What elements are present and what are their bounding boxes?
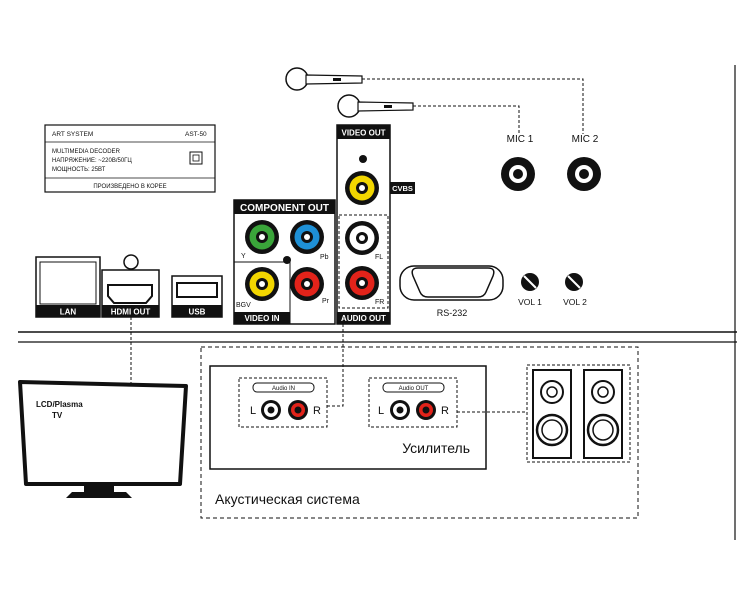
mic1-jack: [501, 157, 535, 191]
lan-label: LAN: [60, 308, 77, 317]
hdmi-out-port: HDMI OUT: [101, 254, 160, 318]
speakers-group: [526, 364, 631, 463]
vol1-label: VOL 1: [518, 297, 542, 307]
pb-label: Pb: [320, 254, 329, 261]
left-speaker-icon: [532, 369, 572, 459]
amplifier-box: [209, 365, 487, 470]
pr-jack: [290, 267, 324, 301]
amp-out-r-label: R: [441, 405, 449, 417]
pr-label: Pr: [322, 298, 330, 305]
tv-label-line1: LCD/Plasma: [36, 400, 83, 409]
bgv-label: BGV: [236, 302, 251, 309]
nameplate: ART SYSTEM AST-50 MULTIMEDIA DECODER НАП…: [44, 124, 216, 193]
amp-in-l-label: L: [250, 405, 256, 417]
component-indicator-dot: [283, 256, 291, 264]
usb-port: USB: [171, 275, 223, 318]
nameplate-made-in: ПРОИЗВЕДЕНО В КОРЕЕ: [93, 184, 166, 190]
lan-port: LAN: [35, 256, 101, 318]
vol1-knob: [521, 273, 539, 291]
fr-label: FR: [375, 299, 384, 306]
bgv-jack: [245, 267, 279, 301]
microphone-icon: [285, 67, 363, 91]
y-label: Y: [241, 253, 246, 260]
hdmi-out-label: HDMI OUT: [111, 308, 151, 317]
nameplate-brand: ART SYSTEM: [52, 131, 93, 138]
audio-out-label: AUDIO OUT: [341, 314, 386, 323]
amp-in-r-jack: [288, 400, 308, 420]
fl-label: FL: [375, 254, 383, 261]
amp-out-l-label: L: [378, 405, 384, 417]
video-in-label: VIDEO IN: [244, 314, 279, 323]
component-out-label: COMPONENT OUT: [240, 203, 329, 214]
acoustic-system-box: [200, 346, 639, 519]
amp-out-r-jack: [416, 400, 436, 420]
amp-audio-out-group: Audio OUT L R: [368, 377, 458, 428]
amp-audio-in-group: Audio IN L R: [238, 377, 328, 428]
nameplate-line1: MULTIMEDIA DECODER: [52, 149, 121, 155]
tv-label-line2: TV: [52, 411, 63, 420]
usb-label: USB: [189, 308, 206, 317]
mic1-cable: [413, 105, 520, 134]
nameplate-line2: НАПРЯЖЕНИЕ: ~220В/50ГЦ: [52, 158, 132, 164]
mic2-cable: [362, 78, 584, 134]
cvbs-jack: [345, 171, 379, 205]
amplifier-title: Усилитель: [402, 440, 470, 456]
cvbs-label: CVBS: [392, 184, 413, 193]
mic2-label: MIC 2: [572, 134, 599, 145]
rs232-outline: [399, 265, 504, 301]
cvbs-tag: [390, 182, 415, 194]
acoustic-system-label: Акустическая система: [215, 491, 360, 507]
audio-cable: [327, 324, 344, 407]
vol2-knob: [565, 273, 583, 291]
amp-out-l-jack: [390, 400, 410, 420]
mic2-jack: [567, 157, 601, 191]
vol2-label: VOL 2: [563, 297, 587, 307]
pb-jack: [290, 220, 324, 254]
microphone-icon: [337, 94, 414, 118]
amp-audio-out-label: Audio OUT: [399, 386, 429, 392]
nameplate-line3: МОЩНОСТЬ: 25ВТ: [52, 167, 106, 173]
rs232-label: RS-232: [437, 308, 468, 318]
y-jack: [245, 220, 279, 254]
amp-in-r-label: R: [313, 405, 321, 417]
amp-audio-in-label: Audio IN: [272, 386, 295, 392]
mic1-label: MIC 1: [507, 134, 534, 145]
fr-jack: [345, 266, 379, 300]
fl-jack: [345, 221, 379, 255]
video-out-label: VIDEO OUT: [341, 129, 385, 138]
tv-icon: [18, 380, 188, 498]
amp-in-l-jack: [261, 400, 281, 420]
right-speaker-icon: [583, 369, 623, 459]
rs232-port: RS-232: [411, 267, 495, 318]
nameplate-model: AST-50: [185, 131, 207, 138]
